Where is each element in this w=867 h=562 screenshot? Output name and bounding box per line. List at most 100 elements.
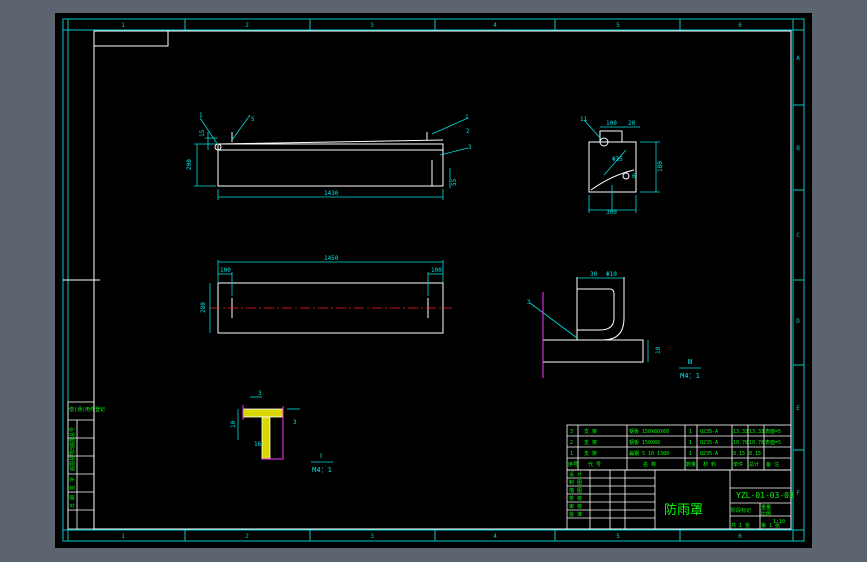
bom-header: 材 料	[703, 461, 716, 468]
section-left-dimension: 10	[230, 420, 237, 428]
zone-number: 6	[738, 533, 742, 540]
side-top-dimension-a: 100	[606, 120, 617, 127]
detail-view-label: Ⅲ	[688, 358, 693, 366]
bom-header: 单件	[733, 461, 743, 468]
role-label: 制 图	[569, 479, 582, 486]
bom-cell: 钢板 150X80X60	[629, 428, 669, 435]
zone-number: 1	[121, 22, 125, 29]
section-view-label: Ⅰ	[320, 452, 322, 460]
callout-label: 1	[199, 112, 203, 119]
bom-cell: 1	[689, 451, 692, 457]
callout-label: 5	[251, 116, 255, 123]
zone-letter: B	[796, 145, 800, 152]
top-left-dimension: 100	[220, 267, 231, 274]
zone-number: 4	[493, 533, 497, 540]
bom-header: 总计	[749, 461, 759, 468]
bom-cell: 10.78	[733, 440, 748, 446]
stamp-row-label: 签 字	[69, 477, 76, 490]
bom-cell: 表面=5	[765, 439, 781, 446]
callout-label: 11	[580, 116, 588, 123]
detail-dimension-a: 30	[590, 271, 598, 278]
front-view: 200 1430 15 55 1 5 1 2 3	[186, 112, 472, 200]
bom-cell: 13.33	[733, 429, 748, 435]
bom-cell: 钢板 150X80	[629, 439, 660, 446]
stamp-row-label: 旧底图总号	[69, 427, 76, 452]
bom-cell: 支 架	[584, 439, 597, 446]
zone-number: 2	[245, 533, 249, 540]
front-length-dimension: 1430	[324, 190, 339, 197]
bom-cell: 支 架	[584, 450, 597, 457]
section-top-dimension: 3	[258, 390, 262, 397]
top-height-dimension: 280	[200, 302, 207, 313]
side-hole-dimension: Φ35	[612, 156, 623, 163]
section-view-scale: M4：1	[312, 466, 332, 474]
small-section: 3 10 16 3 Ⅰ M4：1	[230, 390, 333, 474]
zone-number: 6	[738, 22, 742, 29]
bom-header: 数量	[686, 461, 696, 468]
front-view-body	[217, 143, 444, 187]
callout-label: 6	[632, 173, 636, 180]
zone-letter: F	[796, 490, 800, 497]
role-label: 批 准	[569, 511, 582, 518]
bom-header: 序号	[568, 461, 578, 468]
bom-cell: 3	[570, 429, 573, 435]
drawing-background	[55, 13, 812, 548]
role-label: 描 图	[569, 487, 582, 494]
role-label: 校 核	[569, 495, 582, 502]
drawing-title: 防雨罩	[664, 502, 703, 518]
bom-cell: Q235-A	[700, 451, 718, 457]
front-left-small-dimension: 15	[199, 129, 206, 137]
front-right-small-dimension: 55	[451, 178, 458, 186]
stamp-row-label: 日 期	[70, 495, 76, 508]
detail-view-scale: M4：1	[680, 372, 700, 380]
top-view: 1450 100 100 280	[200, 255, 452, 334]
zone-number: 5	[616, 533, 620, 540]
bom-cell: 表面=5	[765, 428, 781, 435]
zone-number: 4	[493, 22, 497, 29]
weight-label: 重量	[761, 504, 771, 511]
zone-number: 2	[245, 22, 249, 29]
detail-side-dimension: 10	[655, 346, 662, 354]
bom-cell: 1	[570, 451, 573, 457]
bom-cell: Q235-A	[700, 429, 718, 435]
side-top-dimension-b: 20	[628, 120, 636, 127]
bom-cell: Q235-A	[700, 440, 718, 446]
bom-cell: 1	[689, 440, 692, 446]
section-mid-dimension: 16	[254, 441, 262, 448]
stamp-row-label: 底图总号	[69, 451, 76, 471]
scale-value: 1:10	[773, 519, 785, 525]
sheet-number: 第 1 张	[761, 522, 780, 529]
side-view: 11 100 20 Φ35 180 300 6	[580, 116, 664, 216]
section-right-dimension: 3	[293, 419, 297, 426]
zone-number: 3	[370, 533, 374, 540]
bom-cell: 13.33	[749, 429, 764, 435]
callout-label: 2	[466, 128, 470, 135]
detail-dimension-b: Φ10	[606, 271, 617, 278]
section-hatch-flange	[243, 409, 283, 417]
zone-labels: 1 2 3 4 5 6 1 2 3 4 5 6 A B C D E F	[121, 22, 800, 540]
zone-ticks	[63, 19, 804, 541]
left-stamp-block: 借(通)用件登记 旧底图总号 底图总号 签 字 日 期	[67, 401, 105, 530]
stamp-row-label: 借(通)用件登记	[69, 406, 105, 413]
bom-cell: 扁钢 5 10 1300	[629, 450, 669, 457]
title-block: 设 计 制 图 描 图 校 核 审 核 批 准 阶段标记 重量 比例 1:10 …	[566, 469, 794, 530]
callout-label: 3	[468, 144, 472, 151]
zone-number: 3	[370, 22, 374, 29]
sheet-count: 共 1 张	[731, 522, 750, 529]
zone-letter: C	[796, 232, 800, 239]
bom-cell: 1	[689, 429, 692, 435]
callout-label: 1	[465, 114, 469, 121]
zone-letter: A	[796, 55, 800, 62]
zone-letter: E	[796, 405, 800, 412]
scale-label: 比例	[761, 510, 771, 517]
section-hatch-web	[262, 417, 270, 459]
detail-view: 30 Φ10 10 3 Ⅲ M4：1	[527, 271, 701, 380]
top-total-dimension: 1450	[324, 255, 339, 262]
zone-number: 1	[121, 533, 125, 540]
bom-cell: 8.15	[733, 451, 745, 457]
role-label: 审 核	[569, 503, 582, 510]
callout-label: 3	[527, 299, 531, 306]
detail-bent-bar	[577, 288, 615, 331]
bom-cell: 支 架	[584, 428, 597, 435]
